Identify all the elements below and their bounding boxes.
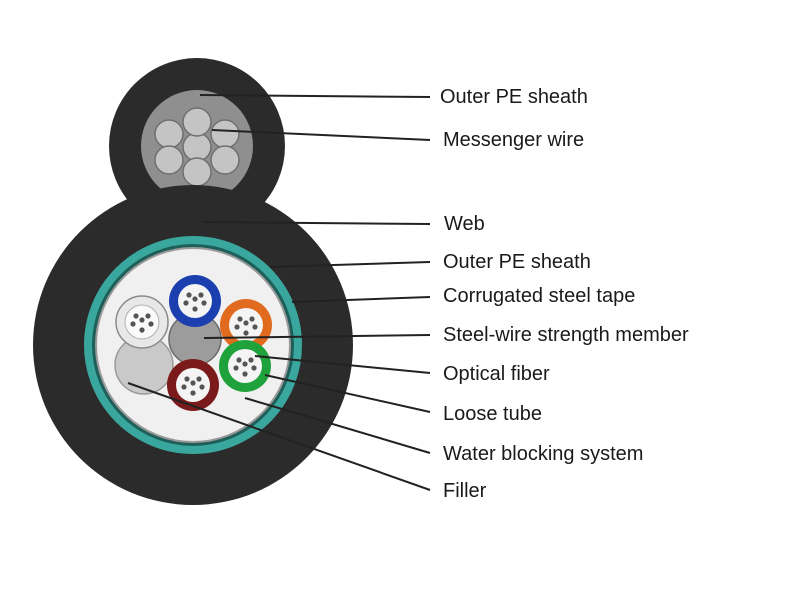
label-messenger-wire: Messenger wire	[443, 129, 584, 151]
leader-web	[202, 221, 431, 225]
leader-water-blocking	[244, 397, 431, 454]
label-strength-member: Steel-wire strength member	[443, 324, 689, 346]
label-corrugated-steel-tape: Corrugated steel tape	[443, 285, 635, 307]
fibers	[183, 292, 207, 312]
loose-tube-green	[219, 340, 271, 392]
label-filler: Filler	[443, 480, 487, 502]
fibers	[181, 376, 205, 396]
loose-tube-blue	[169, 275, 221, 327]
fibers	[130, 313, 154, 333]
leader-corrugated-steel-tape	[291, 296, 431, 303]
strand	[210, 145, 240, 175]
leader-outer-pe-sheath-top	[199, 94, 431, 98]
main-cable	[33, 185, 353, 505]
messenger-wire-strands	[154, 107, 240, 187]
label-outer-pe-sheath: Outer PE sheath	[443, 251, 591, 273]
leader-lines	[127, 94, 431, 491]
label-loose-tube: Loose tube	[443, 403, 542, 425]
strand	[182, 107, 212, 137]
leader-optical-fiber	[254, 355, 431, 374]
loose-tube-red	[167, 359, 219, 411]
fibers	[234, 316, 258, 336]
strand	[182, 157, 212, 187]
steel-tape-band	[84, 236, 302, 454]
label-optical-fiber: Optical fiber	[443, 363, 550, 385]
strand	[154, 145, 184, 175]
strand	[182, 132, 212, 162]
leader-outer-pe-sheath	[269, 261, 431, 268]
label-water-blocking: Water blocking system	[443, 443, 643, 465]
strand	[210, 119, 240, 149]
leader-filler	[127, 382, 431, 491]
leader-loose-tube	[264, 374, 431, 413]
leader-strength-member	[203, 334, 431, 339]
label-web: Web	[444, 213, 485, 235]
messenger-unit	[109, 58, 285, 234]
label-outer-pe-sheath-top: Outer PE sheath	[440, 86, 588, 108]
loose-tube-white	[115, 295, 169, 349]
callout-labels: Outer PE sheath Messenger wire Web Outer…	[440, 86, 689, 502]
fibers	[233, 357, 257, 377]
leader-messenger-wire	[211, 129, 431, 141]
strand	[154, 119, 184, 149]
